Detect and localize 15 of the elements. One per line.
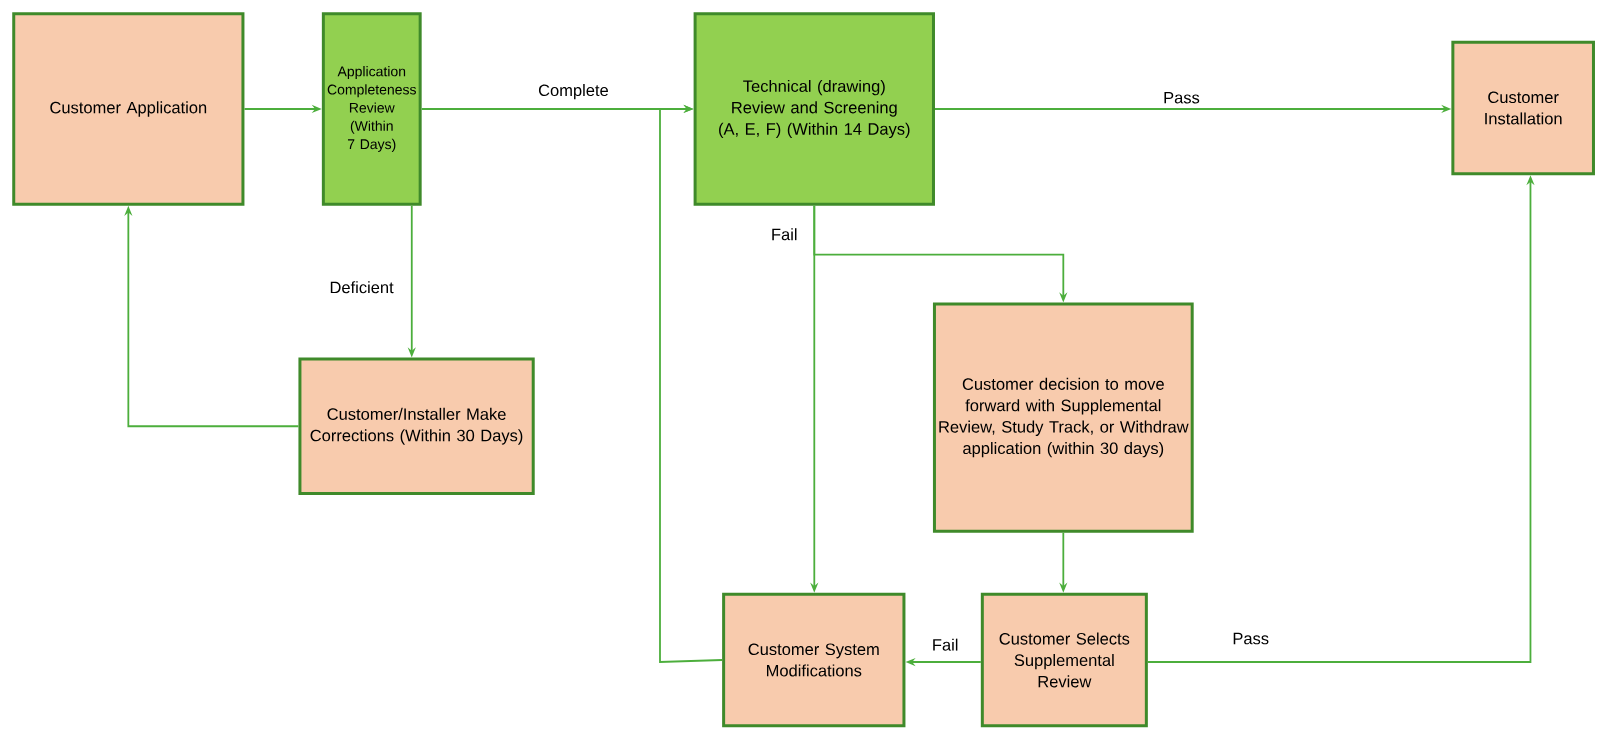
review-box: Technical (drawing) Review and Screening (A, E, F) (Within 14 Days) (693, 12, 935, 206)
process-box: Customer Selects Supplemental Review (980, 592, 1148, 728)
edge-label: Complete (537, 82, 610, 101)
edge-label: Deficient (328, 280, 395, 295)
process-box: Customer decision to move forward with Supplemental Review, Study Track, or Withdraw application (within 30 days) (932, 302, 1194, 533)
edge-label: Fail (930, 637, 960, 652)
edge-label: Pass (1162, 90, 1201, 105)
process-box: Customer/Installer Make Corrections (Within 30 Days) (298, 357, 535, 495)
process-box: Customer Installation (1451, 40, 1595, 176)
process-box: Customer System Modifications (722, 592, 906, 728)
edge-label: Pass (1231, 631, 1271, 646)
arrow (659, 104, 723, 663)
review-box: Application Completeness Review (Within 7 Days) (321, 12, 422, 206)
edge-label: Fail (769, 227, 799, 242)
process-box: Customer Application (12, 12, 245, 206)
